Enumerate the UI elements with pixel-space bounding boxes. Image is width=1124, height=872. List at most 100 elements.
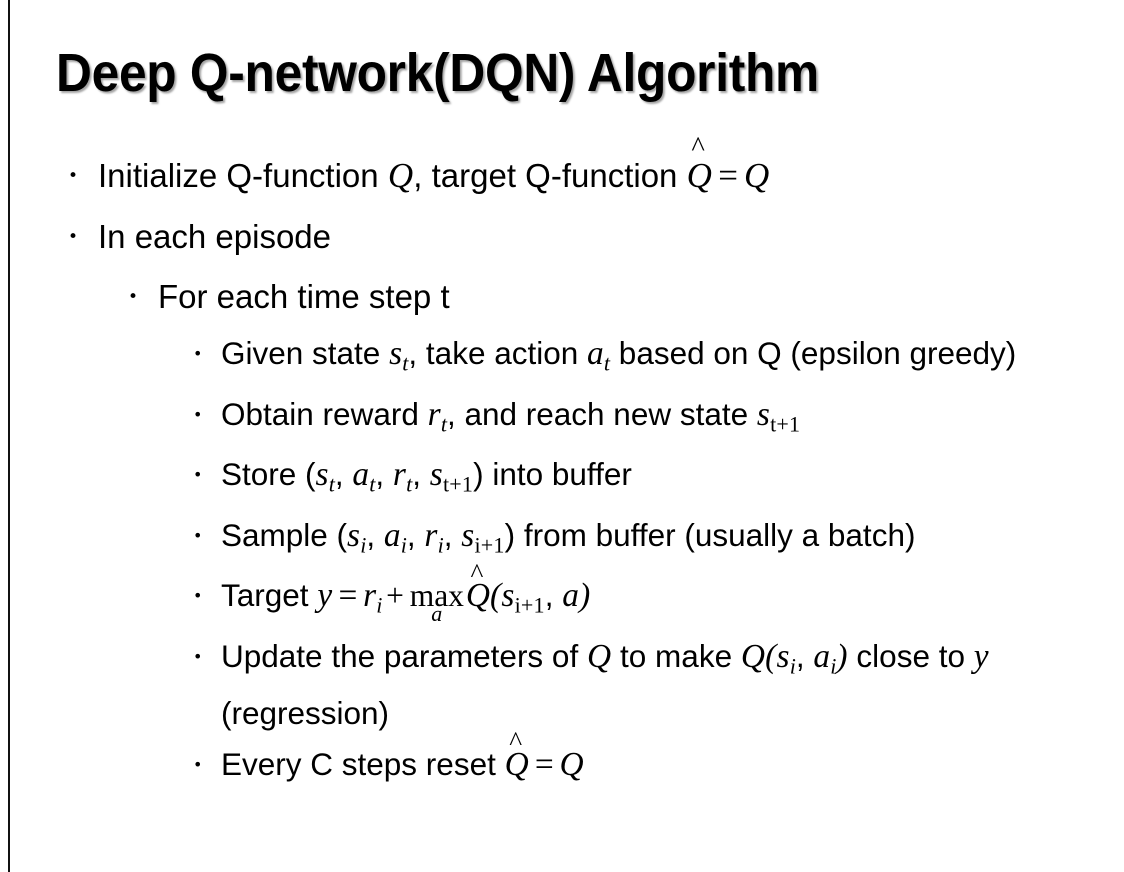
bullet-sample-tuple: • Sample (si, ai, ri, si+1) from buffer … (0, 512, 1124, 569)
math-a-subscript: i (400, 532, 407, 558)
bullet-every-c-steps-reset-text: Every C steps reset ^Q=Q (221, 727, 1090, 788)
math-q: Q (387, 156, 414, 195)
math-equals: = (532, 745, 556, 783)
bullet-obtain-reward: • Obtain reward rt, and reach new state … (0, 391, 1124, 448)
bullet-dot-icon: • (193, 344, 203, 363)
hat-accent-icon: ^ (509, 726, 523, 757)
math-r-base: r (392, 456, 407, 494)
math-r-t: rt (392, 456, 412, 497)
text-run: , (544, 577, 563, 614)
text-run: , (406, 516, 425, 553)
math-open-paren: ( (765, 638, 777, 676)
math-max-underscript: a (431, 600, 443, 626)
math-q-base: Q (504, 745, 529, 783)
text-run: Every C steps reset (221, 745, 505, 782)
math-s-base: s (501, 577, 515, 615)
text-run: , and reach new state (446, 395, 757, 432)
math-s-i: si (347, 516, 366, 558)
math-open-paren: ( (490, 577, 502, 615)
math-a-base: a (352, 456, 370, 494)
math-s-next: st+1 (756, 395, 800, 437)
bullet-initialize: • Initialize Q-function Q, target Q-func… (0, 133, 1124, 206)
math-s-subscript: i+1 (514, 593, 545, 619)
math-close-paren: ) (579, 577, 591, 615)
bullet-given-state: • Given state st, take action at based o… (0, 330, 1124, 387)
bullet-dot-icon: • (128, 287, 139, 307)
math-q-hat: ^Q (504, 727, 529, 788)
math-s-t: st (315, 456, 335, 497)
math-s-subscript: t (402, 350, 409, 376)
math-a-subscript: t (603, 350, 611, 376)
math-q-hat: ^Q (465, 559, 491, 619)
hat-accent-icon: ^ (691, 130, 705, 163)
math-s-base: s (756, 395, 771, 433)
math-r: rt (427, 395, 447, 437)
math-r-subscript: i (376, 593, 383, 619)
math-q-hat: ^Q (686, 133, 712, 206)
text-run: Sample ( (221, 516, 348, 553)
text-run: Given state (221, 335, 390, 371)
math-close-paren: ) (836, 638, 848, 676)
math-r-base: r (363, 577, 377, 615)
text-run: Target (221, 577, 318, 614)
math-a: at (587, 335, 610, 376)
math-y: y (317, 577, 333, 615)
math-plus: + (386, 578, 404, 614)
math-equals: = (716, 156, 740, 195)
bullet-store-tuple: • Store (st, at, rt, st+1) into buffer (0, 451, 1124, 508)
math-q-base: Q (686, 156, 712, 195)
math-a-i: ai (813, 638, 836, 679)
math-r-i: ri (424, 517, 444, 558)
bullet-dot-icon: • (193, 465, 203, 485)
math-s-i-next: si+1 (461, 517, 504, 558)
bullet-update-parameters-text: Update the parameters of Q to make Q(si,… (221, 633, 1090, 737)
math-s-base: s (347, 516, 361, 554)
math-q2: Q (744, 156, 770, 195)
text-run: ) from buffer (usually a batch) (504, 516, 916, 553)
math-r-i: ri (363, 577, 382, 618)
text-run: Update the parameters of (221, 638, 587, 675)
text-run: , (412, 456, 430, 493)
slide-body-list: • Initialize Q-function Q, target Q-func… (0, 133, 1124, 788)
bullet-dot-icon: • (193, 404, 203, 424)
math-q2: Q (740, 638, 766, 676)
math-a: a (562, 577, 580, 615)
math-s-subscript: t (328, 471, 335, 497)
math-q: Q (559, 745, 584, 783)
bullet-for-each-time-step: • For each time step t (0, 268, 1124, 326)
text-run: Store ( (221, 456, 316, 493)
math-s-base: s (429, 456, 443, 494)
math-s-subscript: t+1 (442, 471, 474, 497)
math-r-base: r (427, 395, 441, 433)
text-run: ) into buffer (473, 456, 632, 493)
bullet-dot-icon: • (68, 227, 79, 247)
bullet-update-parameters: • Update the parameters of Q to make Q(s… (0, 633, 1124, 737)
bullet-dot-icon: • (193, 525, 203, 545)
bullet-every-c-steps-reset: • Every C steps reset ^Q=Q (0, 727, 1124, 788)
bullet-dot-icon: • (193, 647, 203, 667)
bullet-obtain-reward-text: Obtain reward rt, and reach new state st… (221, 391, 1090, 448)
bullet-dot-icon: • (193, 586, 203, 606)
math-a-subscript: i (830, 653, 837, 679)
math-a-t: at (352, 456, 375, 497)
text-run: , (366, 516, 384, 553)
math-s-subscript: i (789, 653, 796, 679)
hat-accent-icon: ^ (470, 557, 484, 588)
text-run: , (334, 456, 353, 493)
math-s-base: s (315, 456, 329, 494)
math-a-subscript: t (369, 471, 376, 497)
text-run: , take action (408, 335, 588, 371)
math-r-subscript: t (406, 471, 413, 497)
math-a-base: a (383, 516, 401, 554)
text-run: close to (847, 638, 974, 675)
bullet-dot-icon: • (193, 754, 203, 774)
bullet-for-each-time-step-text: For each time step t (158, 278, 450, 315)
math-q-base: Q (465, 577, 491, 615)
math-r-subscript: i (437, 532, 444, 558)
math-s-i: si (776, 638, 795, 679)
math-r-subscript: t (440, 411, 447, 437)
